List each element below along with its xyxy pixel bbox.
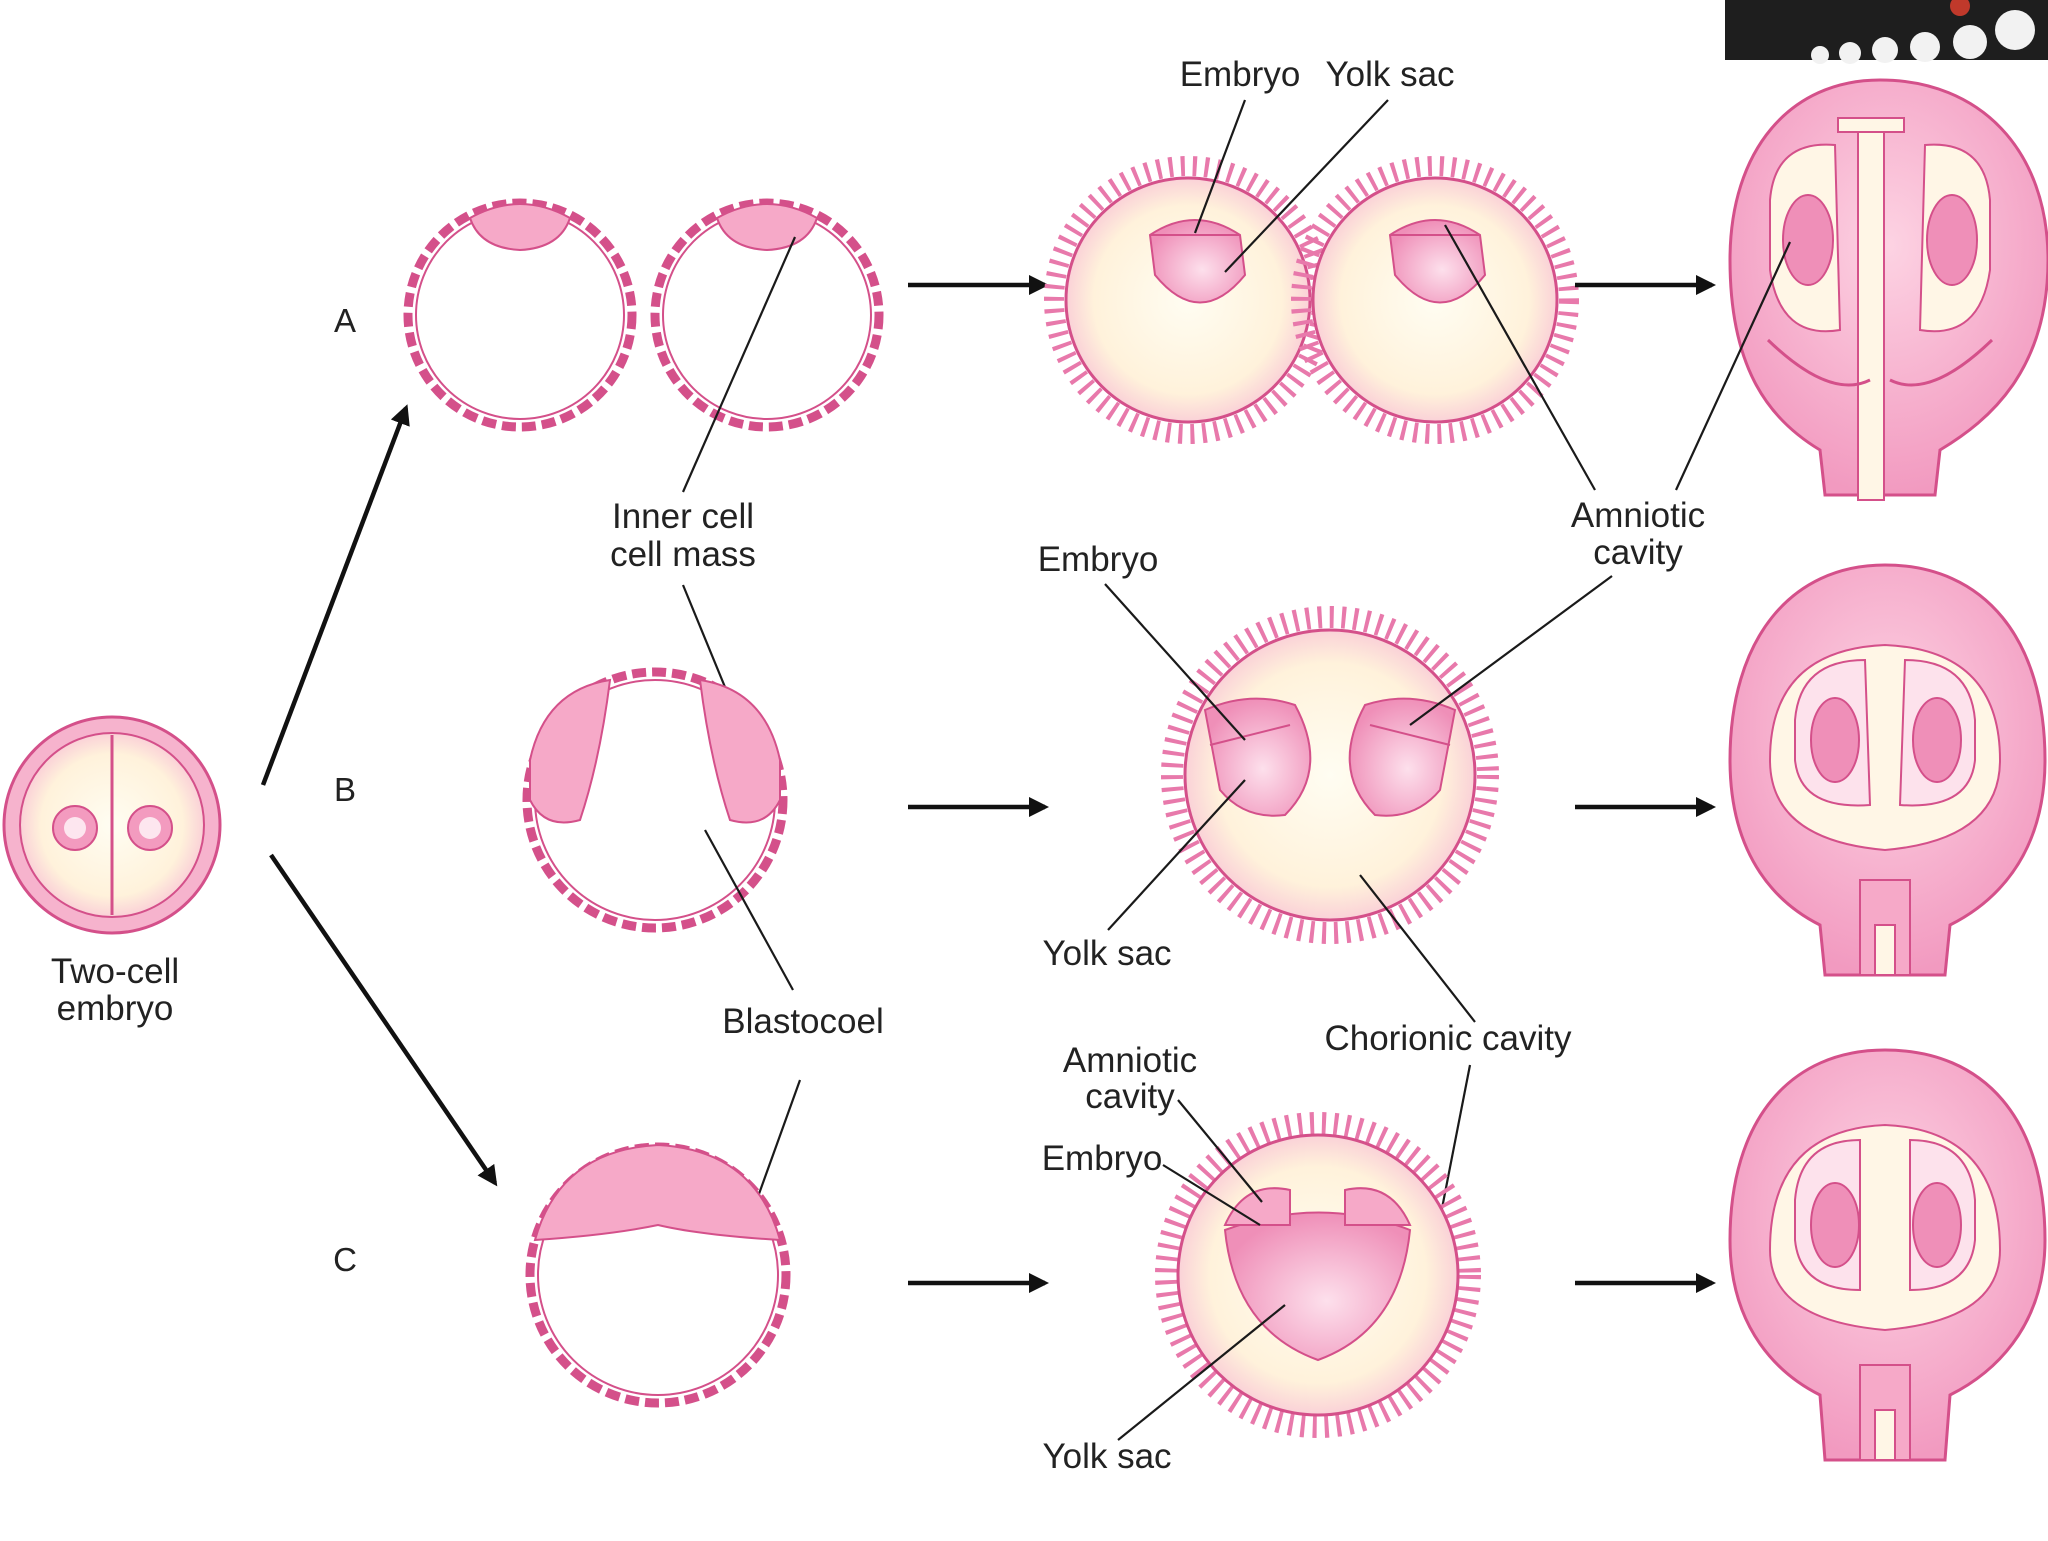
embryo-label-c: Embryo	[1042, 1139, 1163, 1178]
inner-cell-mass-label-line1: Inner cell	[612, 497, 754, 536]
pointer-embryo-b	[1104, 583, 1246, 741]
yolk-sac-label-b: Yolk sac	[1042, 934, 1171, 973]
pointer-amniotic-b	[1409, 575, 1613, 726]
amniotic-cavity-label-c-line2: cavity	[1085, 1077, 1175, 1116]
inner-cell-mass-label-line2: cell mass	[610, 535, 756, 574]
blastocoel-label: Blastocoel	[722, 1002, 883, 1041]
two-cell-label-line1: Two-cell	[51, 952, 179, 991]
thumbnail-photo	[1725, 0, 2048, 64]
row-a-blastocysts	[403, 198, 884, 432]
pointer-amniotic-a-left	[1444, 224, 1596, 491]
embryo-label-a: Embryo	[1180, 55, 1301, 94]
arrow-to-row-a	[260, 404, 410, 786]
two-cell-label-line2: embryo	[57, 989, 174, 1028]
row-label-b: B	[334, 771, 356, 808]
pointer-yolk-sac-b	[1107, 779, 1246, 931]
pointer-blastocoel-b	[704, 829, 794, 991]
two-cell-embryo	[2, 715, 222, 935]
pointer-amniotic-c	[1177, 1099, 1263, 1203]
pointer-chorionic-b	[1359, 874, 1476, 1023]
pointer-yolk-sac-c	[1117, 1304, 1286, 1441]
row-a-chorionic-vesicles	[1044, 156, 1579, 444]
pointer-yolk-sac-a	[1224, 99, 1389, 273]
row-c-uterus	[1728, 1048, 2047, 1462]
pointer-embryo-c	[1162, 1164, 1261, 1226]
row-b-blastocyst	[522, 667, 788, 933]
amniotic-cavity-label-c-line1: Amniotic	[1063, 1041, 1197, 1080]
yolk-sac-label-a: Yolk sac	[1325, 55, 1454, 94]
row-label-a: A	[334, 302, 356, 339]
amniotic-cavity-label-a-line1: Amniotic	[1571, 496, 1705, 535]
yolk-sac-label-c: Yolk sac	[1042, 1437, 1171, 1476]
row-c-blastocyst	[525, 1142, 791, 1408]
arrow-to-row-c	[269, 853, 498, 1187]
embryo-label-b: Embryo	[1038, 540, 1159, 579]
row-label-c: C	[333, 1241, 357, 1278]
row-b-uterus	[1728, 563, 2047, 977]
pointer-embryo-a	[1193, 99, 1247, 234]
amniotic-cavity-label-a-line2: cavity	[1593, 533, 1683, 572]
row-b-chorionic-vesicle	[1161, 606, 1499, 944]
pointer-amniotic-a-right	[1675, 241, 1791, 491]
chorionic-cavity-label: Chorionic cavity	[1324, 1019, 1572, 1058]
pointer-inner-cell-mass-a	[681, 236, 797, 493]
row-c-chorionic-vesicle	[1155, 1112, 1481, 1438]
row-a-uterus	[1728, 78, 2048, 501]
